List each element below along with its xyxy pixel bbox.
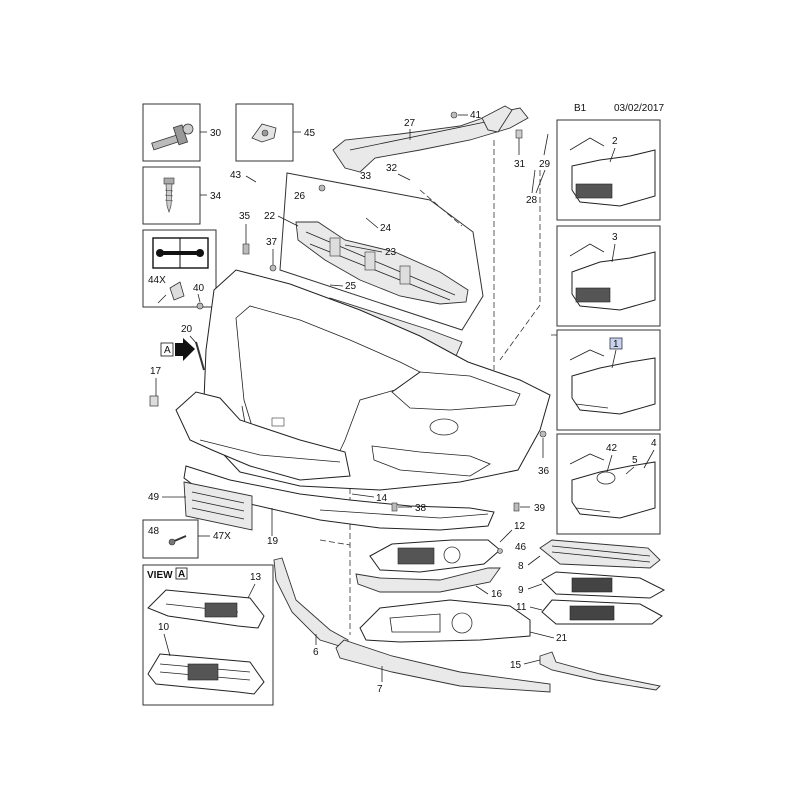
callout-9: 9 xyxy=(518,585,524,596)
chrome-strip-16 xyxy=(355,567,501,593)
callout-13: 13 xyxy=(250,572,262,583)
callout-25: 25 xyxy=(345,281,357,292)
callout-48: 48 xyxy=(148,526,160,537)
fastener-box-34 xyxy=(142,166,201,225)
lower-bumper-trim xyxy=(175,391,495,531)
callout-17: 17 xyxy=(150,366,162,377)
fog-lamp-cover-21 xyxy=(359,599,531,643)
view-label-letter: A xyxy=(178,569,185,580)
callout-38: 38 xyxy=(415,503,427,514)
tool-book-icon xyxy=(152,237,209,269)
callout-6: 6 xyxy=(313,647,319,658)
variant-panel-2 xyxy=(556,119,661,221)
callout-42: 42 xyxy=(606,443,618,454)
callout-40: 40 xyxy=(193,283,205,294)
fog-lamp-bezel-12 xyxy=(369,539,501,573)
callout-4: 4 xyxy=(651,438,657,449)
callout-49: 49 xyxy=(148,492,160,503)
diagram-code: B1 xyxy=(574,103,587,114)
callout-16: 16 xyxy=(491,589,503,600)
callout-15: 15 xyxy=(510,660,522,671)
grille-11 xyxy=(541,599,663,625)
energy-absorber-22 xyxy=(295,221,469,305)
callout-29: 29 xyxy=(539,159,551,170)
callout-12: 12 xyxy=(514,521,526,532)
callout-45: 45 xyxy=(304,128,316,139)
tool-box-44x xyxy=(142,229,217,308)
callout-43: 43 xyxy=(230,170,242,181)
callout-5: 5 xyxy=(632,455,638,466)
self-tapping-screw-icon xyxy=(163,177,175,213)
clip-nut-icon xyxy=(251,123,277,143)
callout-10: 10 xyxy=(158,622,170,633)
fastener-box-48 xyxy=(142,519,199,559)
callout-32: 32 xyxy=(386,163,398,174)
lower-strip-6 xyxy=(273,557,349,649)
view-a-panel: VIEW A xyxy=(142,564,274,706)
callout-36: 36 xyxy=(538,466,550,477)
callout-33: 33 xyxy=(360,171,372,182)
callout-41: 41 xyxy=(470,110,482,121)
callout-35: 35 xyxy=(239,211,251,222)
callout-1: 1 xyxy=(613,339,619,350)
trim-strip-15 xyxy=(539,651,661,691)
callout-21: 21 xyxy=(556,633,568,644)
callout-20: 20 xyxy=(181,324,193,335)
view-arrow-icon xyxy=(160,338,195,361)
variant-panel-4 xyxy=(556,433,661,535)
grille-8 xyxy=(539,539,661,569)
callout-34: 34 xyxy=(210,191,222,202)
fastener-box-30 xyxy=(142,103,201,162)
callout-19: 19 xyxy=(267,536,279,547)
callout-47x: 47X xyxy=(213,531,231,542)
callout-44x: 44X xyxy=(148,275,166,286)
callout-39: 39 xyxy=(534,503,546,514)
variant-panel-3 xyxy=(556,225,661,327)
view-label: VIEW xyxy=(147,570,173,581)
callout-28: 28 xyxy=(526,195,538,206)
callout-2: 2 xyxy=(612,136,618,147)
callout-26: 26 xyxy=(294,191,306,202)
bumper-reinforcement-27 xyxy=(332,105,529,173)
callout-14: 14 xyxy=(376,493,388,504)
callout-24: 24 xyxy=(380,223,392,234)
callout-31: 31 xyxy=(514,159,526,170)
grille-9 xyxy=(541,571,666,599)
callout-23: 23 xyxy=(385,247,397,258)
callout-30: 30 xyxy=(210,128,222,139)
callout-27: 27 xyxy=(404,118,416,129)
screw-icon xyxy=(151,123,194,151)
diagram-date: 03/02/2017 xyxy=(614,103,664,114)
callout-7: 7 xyxy=(377,684,383,695)
callout-46: 46 xyxy=(515,542,527,553)
callout-22: 22 xyxy=(264,211,276,222)
callout-37: 37 xyxy=(266,237,278,248)
license-plate-bracket-49 xyxy=(183,481,253,531)
view-arrow-label: A xyxy=(164,345,171,356)
variant-panel-1 xyxy=(556,329,661,431)
callout-3: 3 xyxy=(612,232,618,243)
fastener-box-45 xyxy=(235,103,294,162)
callout-11: 11 xyxy=(516,602,527,613)
callout-8: 8 xyxy=(518,561,524,572)
lower-lip-7 xyxy=(335,639,551,693)
